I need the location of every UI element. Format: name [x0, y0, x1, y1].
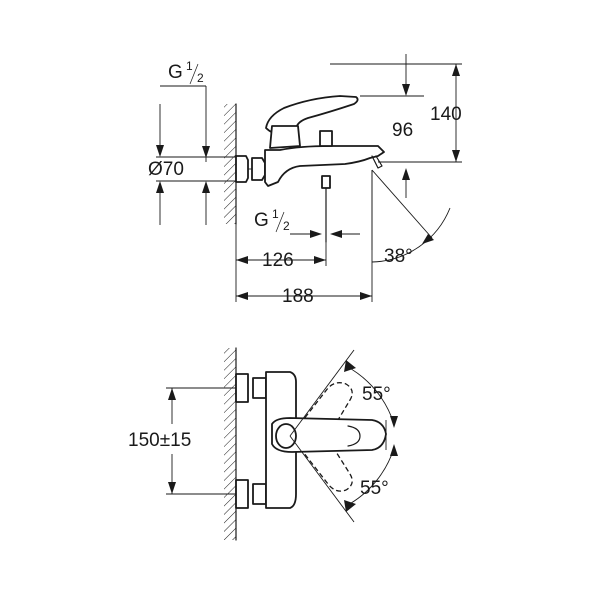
angle-55-arrow-upper: [344, 360, 356, 372]
dia-arrow-top: [156, 145, 164, 157]
dim-126-arrow-l: [236, 256, 248, 264]
lever-dashed-lower: [299, 435, 353, 492]
spout-tip: [371, 155, 383, 169]
g-bottom-slash: [275, 211, 285, 233]
lower-nut: [252, 483, 267, 505]
g-top-num: 1: [186, 59, 193, 73]
label-55-upper: 55°: [362, 384, 391, 405]
diverter-stem: [321, 175, 331, 189]
front-view: 55° 55° 150±15: [128, 347, 398, 541]
lever-cap: [275, 423, 297, 449]
lever-base: [269, 125, 301, 149]
label-spacing: 150±15: [128, 430, 191, 451]
g-top-slash: [189, 63, 199, 85]
dim-140-arrow-top: [452, 64, 460, 76]
angle-38-arc: [371, 207, 451, 263]
spacing-arrow-bot: [168, 482, 176, 494]
label-188: 188: [282, 286, 314, 307]
g-top-den: 2: [197, 71, 204, 85]
dim-96-arrow-top: [402, 84, 410, 96]
faucet-body: [264, 145, 385, 187]
dim-96-arrow-bot: [402, 168, 410, 180]
dim-188-arrow-r: [360, 292, 372, 300]
diverter-knob: [319, 130, 333, 147]
wall-hatch-side: [224, 104, 236, 224]
dim-126-arrow-r: [314, 256, 326, 264]
angle-55-arrow-mid-lower: [390, 444, 398, 456]
side-view: G 1 2 Ø70 140 96 G 1 2: [148, 54, 462, 307]
label-140: 140: [430, 104, 462, 125]
upper-escutcheon: [235, 373, 249, 403]
label-38: 38°: [384, 246, 413, 267]
spacing-arrow-top: [168, 388, 176, 400]
angle-55-ray-upper: [289, 349, 355, 437]
g-bottom-prefix: G: [254, 210, 269, 231]
dim-188-arrow-l: [236, 292, 248, 300]
angle-55-ray-lower: [289, 435, 355, 523]
g-top-prefix: G: [168, 62, 183, 83]
dim-140-arrow-bot: [452, 150, 460, 162]
lever-detail: [347, 425, 361, 447]
g-bottom-num: 1: [272, 207, 279, 221]
escutcheon: [235, 155, 249, 183]
g-bottom-arrow-r: [330, 230, 342, 238]
upper-nut: [252, 377, 267, 399]
angle-38-ref: [371, 169, 433, 239]
angle-55-arrow-mid-upper: [390, 416, 398, 428]
label-126: 126: [262, 250, 294, 271]
dia-arrow2-bot: [202, 181, 210, 193]
connector-nut: [251, 157, 266, 181]
diameter-label: Ø70: [148, 159, 184, 180]
angle-38-arrow: [422, 234, 434, 244]
lower-escutcheon: [235, 479, 249, 509]
wall-hatch-front: [224, 348, 236, 540]
angle-55-arrow-lower: [344, 500, 356, 512]
lever-dashed-upper: [299, 382, 353, 441]
label-96: 96: [392, 120, 413, 141]
dia-arrow-bot: [156, 181, 164, 193]
g-bottom-den: 2: [283, 219, 290, 233]
g-bottom-arrow-l: [310, 230, 322, 238]
label-55-lower: 55°: [360, 478, 389, 499]
